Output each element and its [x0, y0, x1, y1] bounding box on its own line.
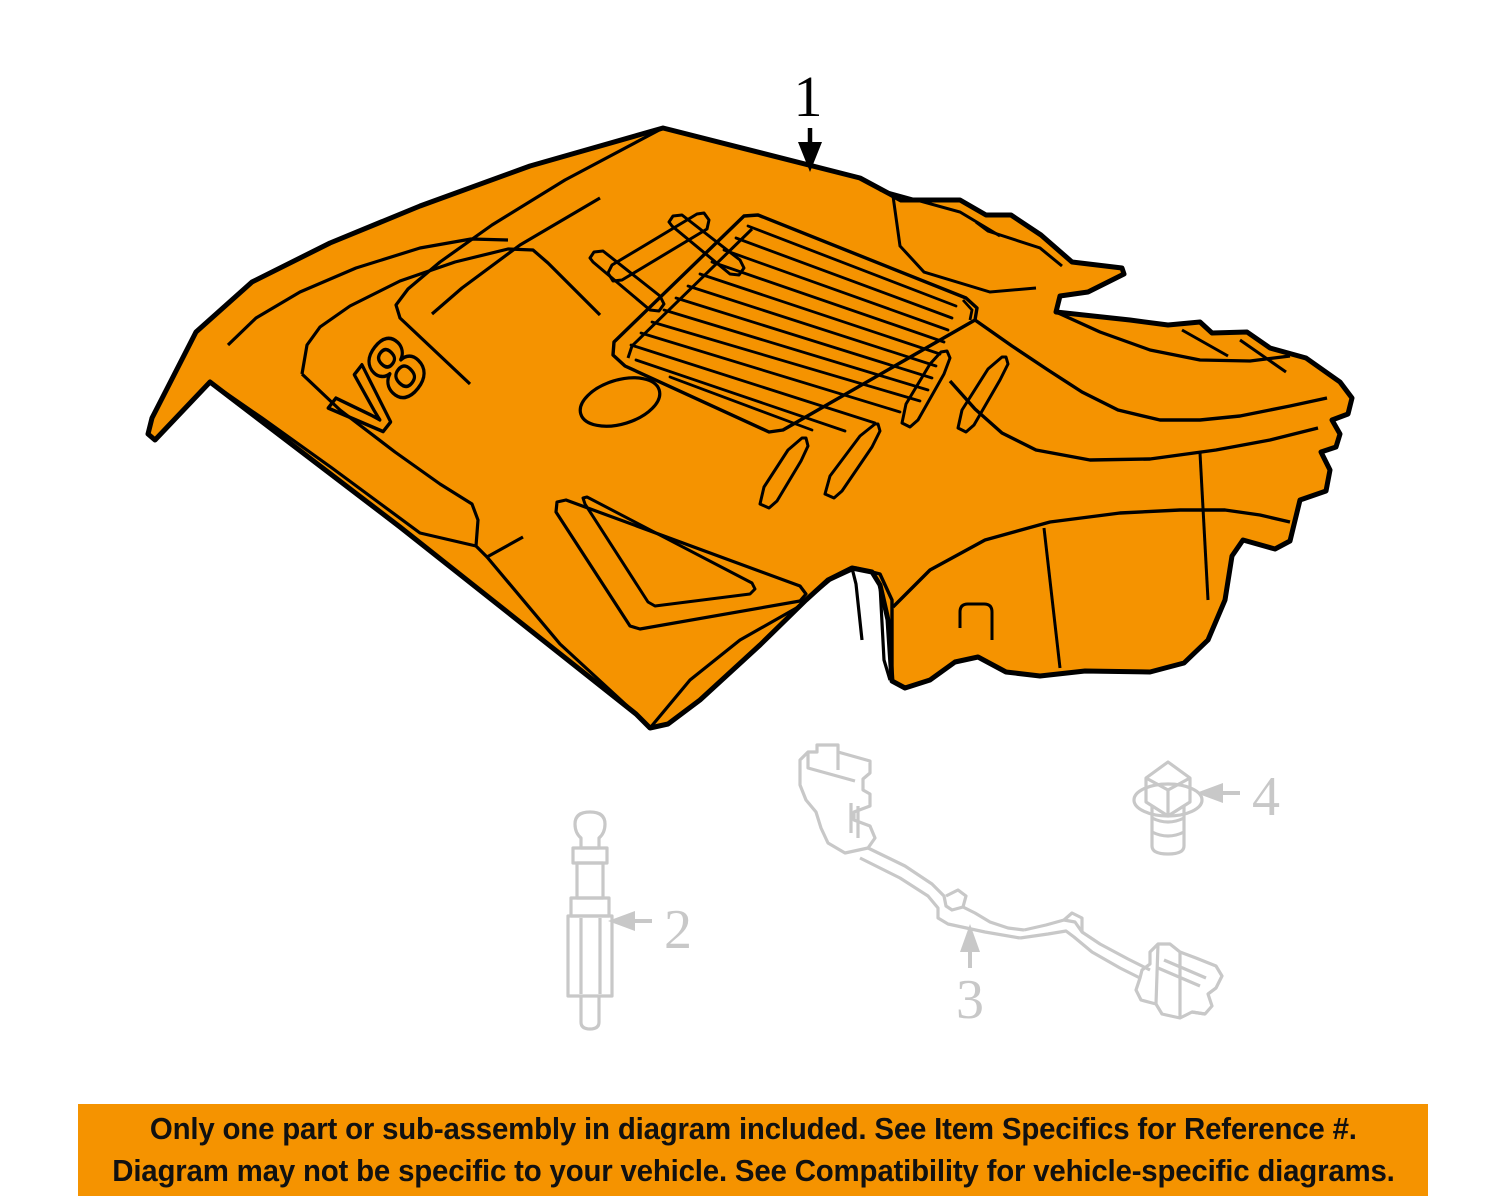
cover-oval-boss: [578, 376, 662, 428]
ball-stud-shaft-upper: [575, 861, 605, 900]
cover-right-split-line-1: [1042, 527, 1062, 669]
cover-body-outline: [145, 125, 1355, 731]
ball-stud-head: [573, 810, 607, 850]
ball-stud-barrel: [566, 914, 614, 998]
cover-right-shelf-notch-3: [1239, 338, 1287, 374]
callout-3[interactable]: 3: [956, 924, 984, 1031]
cover-center-panel-second-ridge: [430, 196, 601, 316]
cover-louver-panel-outline: [611, 213, 979, 434]
cover-lower-slot-outer: [554, 498, 808, 631]
harness-cable-kink-detail: [945, 888, 968, 908]
callout-3-arrow-head: [960, 924, 980, 952]
cover-lower-left-crease: [485, 555, 638, 716]
cover-right-shelf-notch: [1055, 310, 1291, 363]
cover-right-rib-cluster: [758, 349, 1010, 510]
cover-lower-left-crease-2: [648, 604, 801, 730]
part-2-cover-mounting-ball-stud[interactable]: [566, 810, 614, 1031]
callout-4-arrow-head: [1196, 783, 1223, 803]
ball-stud-tip: [579, 996, 601, 1031]
ball-stud-collar: [571, 846, 609, 865]
cover-louver-slats: [629, 224, 958, 433]
cover-center-panel-top-ridge: [394, 126, 664, 386]
hex-bolt-thread-2: [1151, 830, 1185, 838]
harness-cable-right-run-lower: [1019, 929, 1141, 980]
harness-cable-left-run-lower: [859, 856, 1021, 940]
callout-1-number: 1: [794, 64, 823, 129]
hex-bolt-thread-1: [1151, 816, 1185, 824]
callout-2-arrow-head: [608, 911, 635, 931]
cover-right-split-line-2: [1198, 452, 1210, 601]
harness-cable-right-run: [1023, 918, 1151, 972]
callout-4[interactable]: 4: [1196, 766, 1280, 828]
part-3-wiring-harness-connector-cable[interactable]: [798, 743, 1224, 1020]
hex-bolt-shank: [1150, 806, 1186, 856]
hex-bolt-flange: [1132, 782, 1204, 818]
cover-rib-upper-long: [606, 211, 711, 283]
callout-2-number: 2: [664, 899, 692, 961]
harness-right-connector-detail-4: [1191, 986, 1217, 1016]
callout-1-arrow-head: [798, 142, 822, 172]
ball-stud-mid-flange: [569, 896, 611, 918]
callout-1[interactable]: 1: [794, 64, 823, 172]
cover-top-tab-detail-2: [975, 220, 1063, 268]
cover-skirt-small-tab: [958, 602, 994, 640]
cover-right-main-crease: [948, 379, 1319, 462]
cover-rib-upper-cross: [667, 213, 746, 277]
cover-left-pad-flank: [209, 380, 477, 548]
callout-3-number: 3: [956, 969, 984, 1031]
callout-2[interactable]: 2: [608, 899, 692, 961]
harness-left-connector-detail-1: [806, 752, 856, 783]
cover-lower-slot-inner: [581, 495, 757, 608]
cover-left-pad-lower-edge: [300, 372, 524, 559]
hex-bolt-head: [1144, 760, 1192, 818]
disclaimer-banner: Only one part or sub-assembly in diagram…: [78, 1104, 1428, 1196]
harness-left-connector: [798, 743, 877, 855]
harness-left-connector-detail-3: [849, 803, 860, 838]
cover-louver-right-edge-shade: [961, 299, 974, 321]
cover-right-skirt-edge: [891, 508, 1291, 609]
part-1-engine-appearance-cover[interactable]: V8: [145, 125, 1355, 731]
callout-4-number: 4: [1252, 766, 1280, 828]
part-4-flange-hex-bolt[interactable]: [1132, 760, 1204, 856]
harness-right-connector-detail-1: [1157, 958, 1207, 988]
cover-top-tab-detail-3: [891, 195, 1037, 294]
cover-right-shelf-notch-2: [1181, 328, 1229, 358]
cover-right-upper-fold: [974, 318, 1328, 422]
hex-bolt-head-facets: [1145, 776, 1191, 816]
harness-cable-right-kink: [1062, 911, 1084, 932]
harness-right-connector-detail-2: [1154, 943, 1160, 1005]
cover-center-spine: [804, 566, 894, 681]
harness-cable-left-run: [867, 846, 1025, 932]
disclaimer-line-1: Only one part or sub-assembly in diagram…: [149, 1112, 1357, 1146]
cover-left-return-flange-2: [850, 567, 864, 641]
disclaimer-line-2: Diagram may not be specific to your vehi…: [111, 1154, 1395, 1188]
cover-top-tab-detail-1: [879, 188, 1001, 238]
cover-left-return-flange: [878, 584, 892, 681]
